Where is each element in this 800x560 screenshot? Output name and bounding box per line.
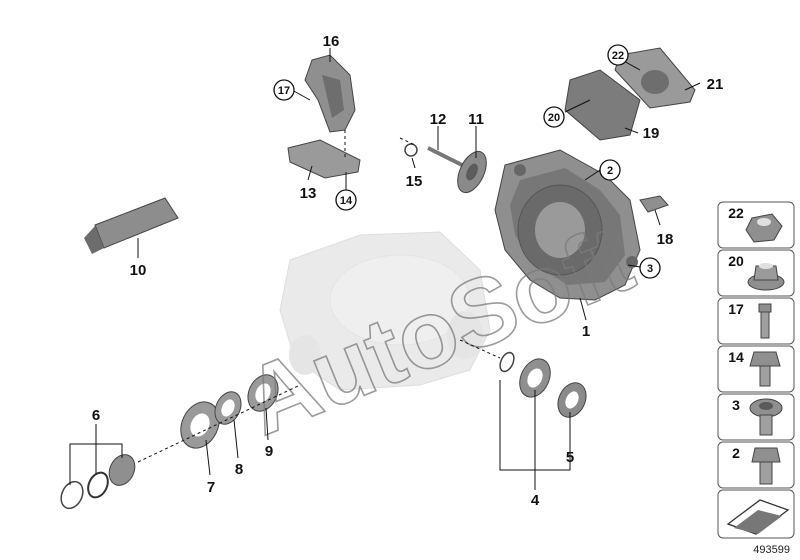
panel-label: 3 <box>732 397 740 413</box>
callout-label: 11 <box>468 111 484 128</box>
callout-label: 18 <box>657 231 674 248</box>
gear-11-part <box>457 150 487 194</box>
reference-number: 493599 <box>753 544 790 556</box>
sealant-tube-10-part <box>84 197 179 254</box>
sensor-18-part <box>639 195 669 213</box>
callout-label: 22 <box>612 50 624 62</box>
plate-13-part <box>287 139 361 179</box>
bracket-16-part <box>304 54 356 133</box>
panel-label: 22 <box>728 205 744 221</box>
ring-8-part <box>214 391 242 425</box>
bolt-12-part <box>427 146 463 167</box>
callout-label: 2 <box>607 165 613 177</box>
seal-5-part <box>557 382 587 418</box>
callout-label: 6 <box>92 407 100 424</box>
callout-label: 16 <box>323 33 340 50</box>
panel-label: 14 <box>728 349 744 365</box>
callout-label: 20 <box>548 112 560 124</box>
callout-label: 21 <box>707 76 724 93</box>
callout-label: 19 <box>643 125 660 142</box>
panel-label: 17 <box>728 301 744 317</box>
callout-label: 13 <box>300 185 317 202</box>
seal-9-part <box>247 374 279 412</box>
ghost-differential-housing <box>279 231 491 391</box>
callout-label: 4 <box>531 492 540 509</box>
panel-label: 20 <box>728 253 744 269</box>
control-unit-19-part <box>564 69 641 141</box>
bracket-21-part <box>614 47 696 109</box>
clip-15-part <box>404 143 418 157</box>
callout-label: 12 <box>430 111 447 128</box>
callout-label: 3 <box>647 263 653 275</box>
hardware-panel <box>717 201 795 539</box>
seal-7-part <box>180 401 220 449</box>
callout-label: 1 <box>582 323 590 340</box>
circled-callouts <box>273 44 661 279</box>
housing-cover-part <box>494 149 641 301</box>
callout-label: 7 <box>207 479 215 496</box>
callout-label: 8 <box>235 461 243 478</box>
callout-label: 15 <box>406 173 423 190</box>
callout-label: 14 <box>340 195 353 207</box>
callout-label: 5 <box>566 449 574 466</box>
callout-label: 10 <box>130 262 147 279</box>
axis-lines <box>137 130 501 463</box>
ring-4-part <box>499 351 551 398</box>
leader-lines <box>69 48 701 490</box>
rings-6-part <box>60 454 136 510</box>
callout-label: 9 <box>265 443 273 460</box>
panel-label: 2 <box>732 445 740 461</box>
callout-label: 17 <box>278 85 290 97</box>
